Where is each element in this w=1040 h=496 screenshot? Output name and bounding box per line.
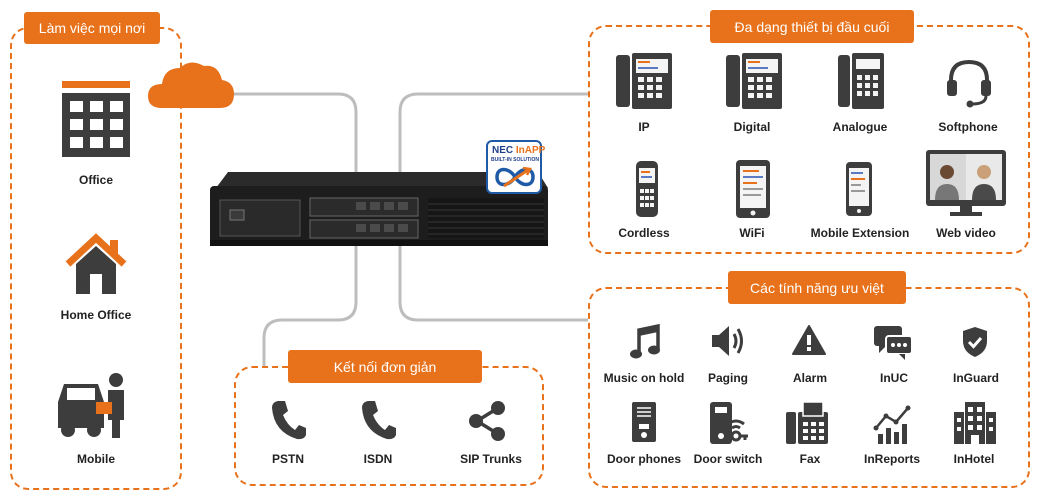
connect-item-isdn: ISDN	[363, 452, 393, 466]
ip-phone-icon	[616, 53, 672, 109]
analogue-phone-icon	[838, 53, 884, 109]
cloud-icon	[148, 62, 234, 108]
connect-title: Kết nối đơn giản	[288, 350, 482, 383]
share-icon	[469, 401, 505, 441]
device-item-wifi: WiFi	[739, 226, 765, 240]
feature-item-inhotel: InHotel	[953, 452, 995, 466]
device-item-ip: IP	[638, 120, 650, 134]
infinity-loop-icon	[495, 166, 535, 188]
video-monitor-icon	[926, 150, 1006, 216]
hotel-icon	[954, 402, 996, 444]
device-item-analogue: Analogue	[832, 120, 888, 134]
work-anywhere-item-mobile: Mobile	[77, 452, 115, 466]
work-anywhere-item-home-office: Home Office	[60, 308, 132, 322]
feature-item-inguard: InGuard	[952, 371, 999, 385]
device-item-mobile-extension: Mobile Extension	[810, 226, 910, 240]
wifi-phone-icon	[736, 160, 770, 218]
devices-title: Đa dạng thiết bị đầu cuối	[710, 10, 914, 43]
pbx-server-icon	[210, 172, 548, 246]
building-icon	[62, 81, 130, 157]
cordless-phone-icon	[636, 161, 658, 217]
feature-item-fax: Fax	[799, 452, 821, 466]
feature-item-inuc: InUC	[880, 371, 908, 385]
feature-item-door-switch: Door switch	[693, 452, 763, 466]
connect-item-pstn: PSTN	[271, 452, 304, 466]
device-item-softphone: Softphone	[938, 120, 998, 134]
door-switch-icon	[710, 402, 748, 444]
feature-item-paging: Paging	[707, 371, 748, 385]
feature-item-door-phones: Door phones	[607, 452, 681, 466]
speaker-icon	[712, 326, 743, 356]
work-anywhere-title: Làm việc mọi nơi	[24, 12, 160, 44]
logo-subtitle: BUILT-IN SOLUTION	[491, 157, 539, 163]
reports-icon	[873, 405, 911, 444]
logo-product: InAPP	[515, 145, 546, 156]
door-phone-icon	[632, 402, 656, 442]
features-title: Các tính năng ưu việt	[728, 271, 906, 304]
logo-brand: NEC	[492, 145, 514, 156]
work-anywhere-item-office: Office	[78, 173, 113, 187]
phone-handset-icon	[272, 401, 306, 440]
mobile-icon	[846, 162, 872, 216]
house-icon	[65, 233, 127, 294]
car-person-icon	[58, 373, 124, 438]
device-item-cordless: Cordless	[618, 226, 670, 240]
chat-icon	[874, 326, 913, 360]
device-item-web-video: Web video	[936, 226, 996, 240]
shield-check-icon	[963, 327, 987, 357]
headset-icon	[947, 59, 991, 108]
feature-item-alarm: Alarm	[792, 371, 827, 385]
alert-icon	[792, 325, 826, 355]
feature-item-inreports: InReports	[863, 452, 920, 466]
device-item-digital: Digital	[733, 120, 771, 134]
fax-icon	[786, 401, 828, 444]
digital-phone-icon	[726, 53, 782, 109]
phone-handset-icon	[362, 401, 396, 440]
feature-item-music-on-hold: Music on hold	[603, 371, 685, 385]
music-note-icon	[630, 323, 660, 359]
nec-inapp-logo: NEC InAPP BUILT-IN SOLUTION	[486, 140, 546, 194]
connect-item-sip-trunks: SIP Trunks	[460, 452, 522, 466]
